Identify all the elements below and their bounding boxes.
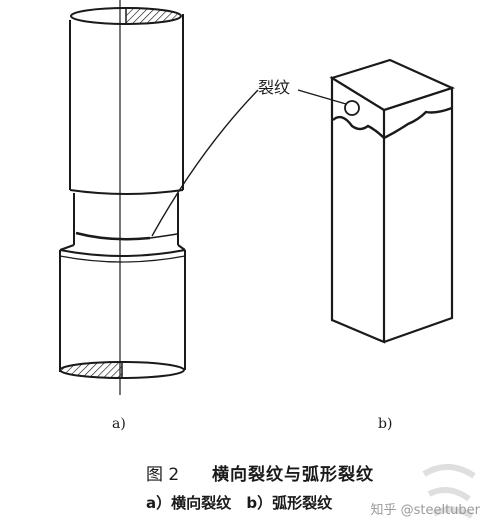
crack-callout-label: 裂纹: [258, 78, 291, 97]
figure-subcaption: a）横向裂纹 b）弧形裂纹: [146, 492, 342, 513]
subcaption-b: b）弧形裂纹: [246, 494, 333, 512]
watermark-text: 知乎 @steeltuber: [370, 503, 480, 518]
subfigure-b-label: b): [378, 416, 393, 432]
round-bar-transverse-crack: [59, 0, 259, 395]
figure-number: 图 2: [146, 465, 180, 485]
square-billet-arc-crack: [297, 58, 456, 344]
subfigure-a-label: a): [112, 416, 126, 432]
figure-caption: 图 2 横向裂纹与弧形裂纹: [0, 460, 498, 485]
figure-title: 横向裂纹与弧形裂纹: [212, 465, 374, 485]
subcaption-a: a）横向裂纹: [146, 494, 232, 512]
watermark-logo-icon: [422, 464, 476, 519]
